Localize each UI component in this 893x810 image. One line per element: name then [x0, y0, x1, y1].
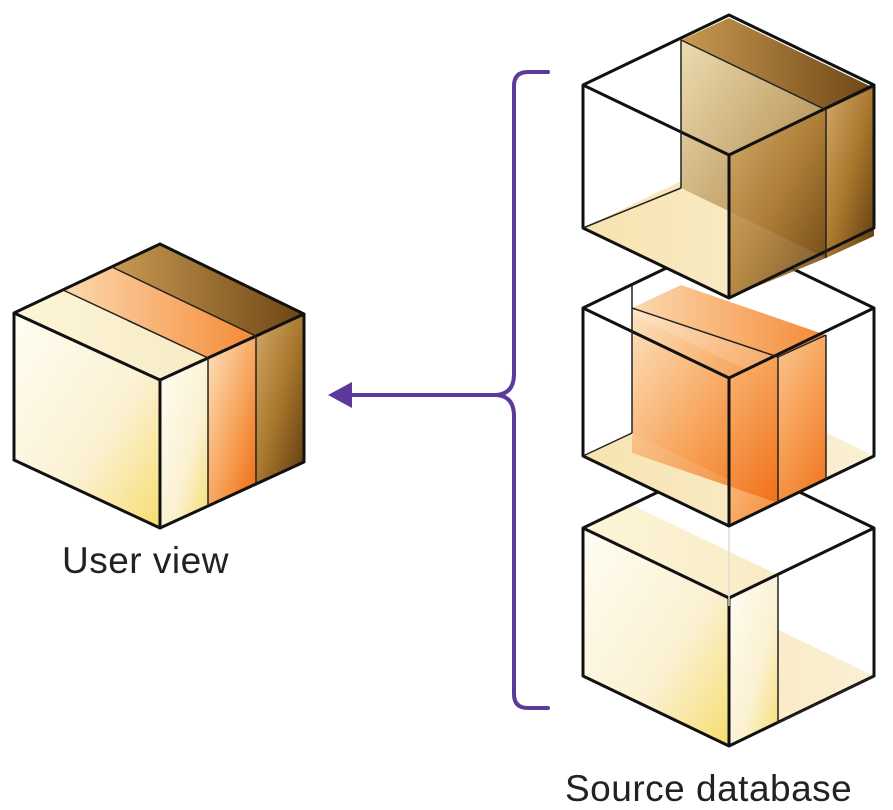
user-view-label: User view — [62, 540, 229, 581]
curly-brace-icon — [494, 70, 550, 710]
source-slice-orange-icon — [581, 236, 876, 528]
arrow-left-icon — [328, 382, 496, 408]
source-slice-brown-icon — [581, 13, 876, 300]
source-database-label: Source database — [565, 768, 853, 809]
source-slice-cream-icon — [581, 456, 876, 748]
user-view-cube-icon — [12, 242, 306, 530]
